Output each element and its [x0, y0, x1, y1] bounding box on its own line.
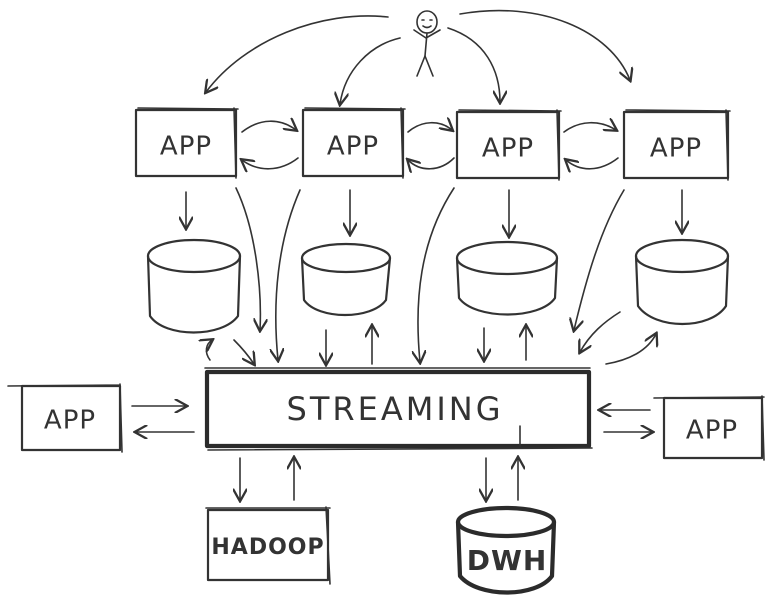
- user-stick-figure-icon: [413, 10, 441, 77]
- app4-to-app3-arrow: [566, 157, 619, 169]
- app-to-db-arrows: [186, 189, 682, 236]
- right-app-streaming-arrows: [600, 410, 652, 432]
- hadoop-label: HADOOP: [211, 535, 324, 560]
- app-box-4: APP: [622, 109, 731, 181]
- app2-to-app3-arrow: [407, 123, 452, 133]
- user-to-app-1-arrow: [206, 15, 389, 92]
- database-cylinder-4: [634, 238, 730, 325]
- user-to-app-3-arrow: [447, 27, 500, 102]
- left-app-streaming-arrows: [131, 406, 195, 432]
- app-interconnect-arrows: [242, 121, 618, 169]
- app2-to-app1-arrow: [242, 157, 299, 169]
- user-to-app-2-arrow: [340, 37, 401, 104]
- streaming-hadoop-arrows: [240, 458, 294, 500]
- streaming-label: STREAMING: [287, 390, 504, 428]
- app-1-label: APP: [160, 132, 212, 162]
- app-2-label: APP: [327, 132, 379, 162]
- user-to-apps-arrows: [206, 9, 630, 104]
- streaming-dwh-arrows: [486, 425, 520, 500]
- app3-to-app4-arrow: [563, 123, 616, 133]
- app1-to-app2-arrow: [241, 121, 296, 133]
- db-streaming-arrows: [206, 187, 656, 364]
- dwh-label: DWH: [467, 544, 548, 577]
- user-to-app-4-arrow: [459, 9, 630, 80]
- app-4-label: APP: [650, 134, 702, 164]
- database-cylinder-2: [300, 242, 392, 316]
- side-app-left-box: APP: [7, 383, 123, 453]
- app-3-label: APP: [482, 134, 534, 164]
- side-app-right-box: APP: [653, 395, 765, 461]
- hadoop-box: HADOOP: [205, 506, 331, 585]
- dwh-cylinder: DWH: [455, 505, 557, 595]
- app-box-3: APP: [455, 109, 562, 181]
- streaming-box: STREAMING: [204, 367, 593, 451]
- side-app-left-label: APP: [44, 406, 96, 436]
- database-cylinder-3: [455, 240, 559, 316]
- side-app-right-label: APP: [686, 416, 738, 446]
- app3-to-app2-arrow: [408, 157, 455, 169]
- app-box-2: APP: [301, 107, 406, 179]
- app-box-1: APP: [134, 107, 239, 179]
- database-cylinder-1: [146, 238, 242, 334]
